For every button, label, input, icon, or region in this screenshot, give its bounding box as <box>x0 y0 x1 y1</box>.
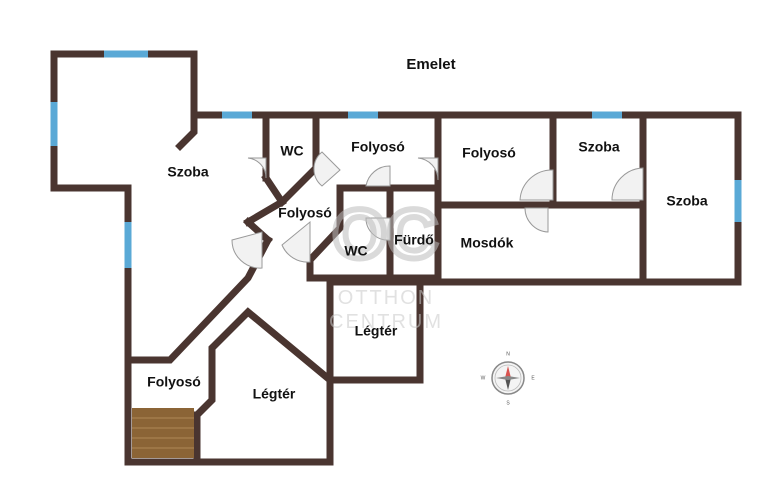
walls <box>50 50 742 466</box>
watermark-line-2: CENTRUM <box>329 311 443 333</box>
compass-east: E <box>531 375 535 381</box>
room-label-legter-1: Légtér <box>355 323 398 339</box>
watermark-logo: OC <box>333 195 438 273</box>
compass-west: W <box>481 375 486 381</box>
room-label-wc-2: WC <box>344 243 367 259</box>
room-label-folyoso-4: Folyosó <box>147 374 201 390</box>
room-label-szoba-3: Szoba <box>666 193 707 209</box>
floor-title: Emelet <box>406 56 455 73</box>
stairs <box>132 408 194 458</box>
compass-south: S <box>506 400 510 406</box>
door-wc-2 <box>365 165 391 187</box>
room-label-folyoso-2: Folyosó <box>462 145 516 161</box>
door-mosdok <box>524 207 549 233</box>
door-furdo <box>365 217 391 241</box>
door-folyoso-1a <box>313 151 341 187</box>
doors <box>231 151 644 269</box>
compass-icon: N E S W <box>481 351 536 406</box>
room-label-mosdok: Mosdók <box>461 235 514 251</box>
room-label-legter-2: Légtér <box>253 386 296 402</box>
room-label-folyoso-1: Folyosó <box>351 139 405 155</box>
room-label-wc-1: WC <box>280 143 303 159</box>
door-szoba-2 <box>611 167 644 201</box>
compass-north: N <box>506 351 510 357</box>
watermark: OC OTTHON CENTRUM <box>329 192 443 333</box>
room-label-szoba-1: Szoba <box>167 164 208 180</box>
door-folyoso-1b <box>417 157 439 181</box>
room-label-szoba-2: Szoba <box>578 139 619 155</box>
door-folyoso-2a <box>519 169 554 201</box>
room-label-furdo: Fürdő <box>394 232 434 248</box>
windows <box>50 50 742 268</box>
watermark-line-1: OTTHON <box>338 287 434 309</box>
door-wc-1 <box>247 157 267 179</box>
room-label-folyoso-3: Folyosó <box>278 205 332 221</box>
door-folyoso-3b <box>231 231 263 269</box>
door-folyoso-3a <box>281 220 311 263</box>
